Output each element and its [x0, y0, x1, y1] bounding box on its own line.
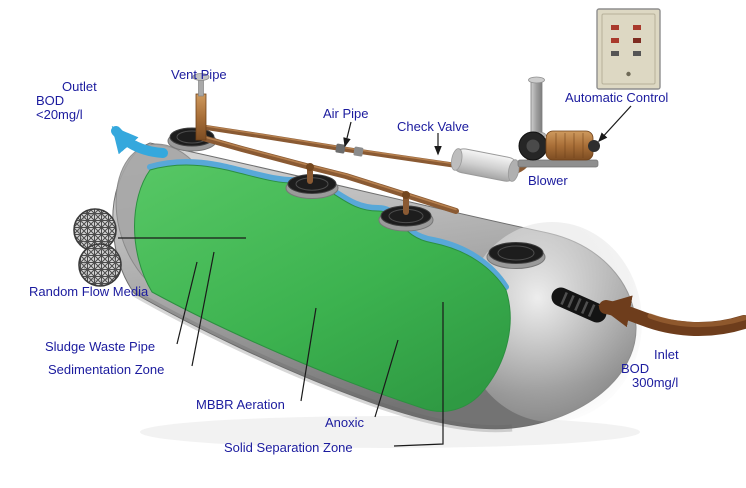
vent-pipe	[192, 73, 210, 141]
blower-pulley	[588, 140, 600, 152]
labels: Outlet BOD <20mg/l Vent Pipe Air Pipe Ch…	[29, 67, 679, 455]
arrow-automatic-control	[598, 105, 632, 143]
pipe-elbow-1	[306, 163, 314, 171]
media-ball-2	[78, 243, 122, 287]
leader-solid-separation-zone	[393, 302, 444, 447]
label-inlet-value: 300mg/l	[632, 375, 678, 390]
blower-base	[517, 159, 599, 168]
label-check-valve: Check Valve	[397, 119, 469, 134]
label-outlet-bod: BOD	[36, 93, 64, 108]
air-pipe-upper	[200, 124, 456, 168]
inlet-arrow	[598, 295, 746, 336]
indicator-light	[633, 25, 641, 30]
vent-cap	[192, 73, 210, 81]
label-inlet: Inlet	[654, 347, 679, 362]
control-panel	[596, 8, 661, 90]
liquid-surface-edge	[147, 159, 509, 290]
indicator-light	[611, 25, 619, 30]
blower-stack	[530, 79, 543, 137]
leader-anoxic	[374, 339, 399, 418]
manhole-4	[486, 242, 546, 269]
indicator-light	[611, 51, 619, 56]
label-random-flow-media: Random Flow Media	[29, 284, 149, 299]
label-outlet-value: <20mg/l	[36, 107, 83, 122]
leader-sludge-waste-pipe	[176, 261, 198, 345]
label-anoxic: Anoxic	[325, 415, 365, 430]
label-blower: Blower	[528, 173, 568, 188]
indicator-light	[611, 38, 619, 43]
blower	[517, 76, 600, 168]
pipe-fitting-1	[335, 143, 346, 154]
label-sedimentation-zone: Sedimentation Zone	[48, 362, 164, 377]
check-valve	[450, 148, 520, 182]
panel-lock	[626, 71, 631, 77]
arrow-air-pipe	[343, 121, 352, 148]
label-outlet: Outlet	[62, 79, 97, 94]
control-panel-door	[601, 13, 656, 85]
air-pipe-lower	[200, 135, 459, 214]
label-automatic-control: Automatic Control	[565, 90, 668, 105]
inlet-pipe	[551, 287, 607, 323]
indicator-light	[633, 51, 641, 56]
leader-mbbr-aeration	[300, 307, 317, 402]
tank-bottom-shade	[132, 289, 513, 433]
leader-lines	[176, 105, 632, 447]
label-inlet-bod: BOD	[621, 361, 649, 376]
blower-motor	[545, 130, 594, 161]
indicator-light	[633, 38, 641, 43]
label-vent-pipe: Vent Pipe	[171, 67, 227, 82]
leader-sedimentation-zone	[191, 251, 215, 367]
pipe-fitting-2	[353, 146, 364, 157]
label-sludge-waste-pipe: Sludge Waste Pipe	[45, 339, 155, 354]
control-panel-box	[596, 8, 661, 90]
manholes	[167, 127, 546, 269]
manhole-2	[285, 174, 339, 199]
outlet-arrow	[111, 126, 168, 158]
tank-right-endcap-highlight	[462, 222, 642, 422]
pipe-elbow-2	[402, 191, 410, 199]
label-solid-separation-zone: Solid Separation Zone	[224, 440, 353, 455]
random-flow-media-balls	[73, 208, 122, 287]
label-air-pipe: Air Pipe	[323, 106, 369, 121]
label-mbbr-aeration: MBBR Aeration	[196, 397, 285, 412]
